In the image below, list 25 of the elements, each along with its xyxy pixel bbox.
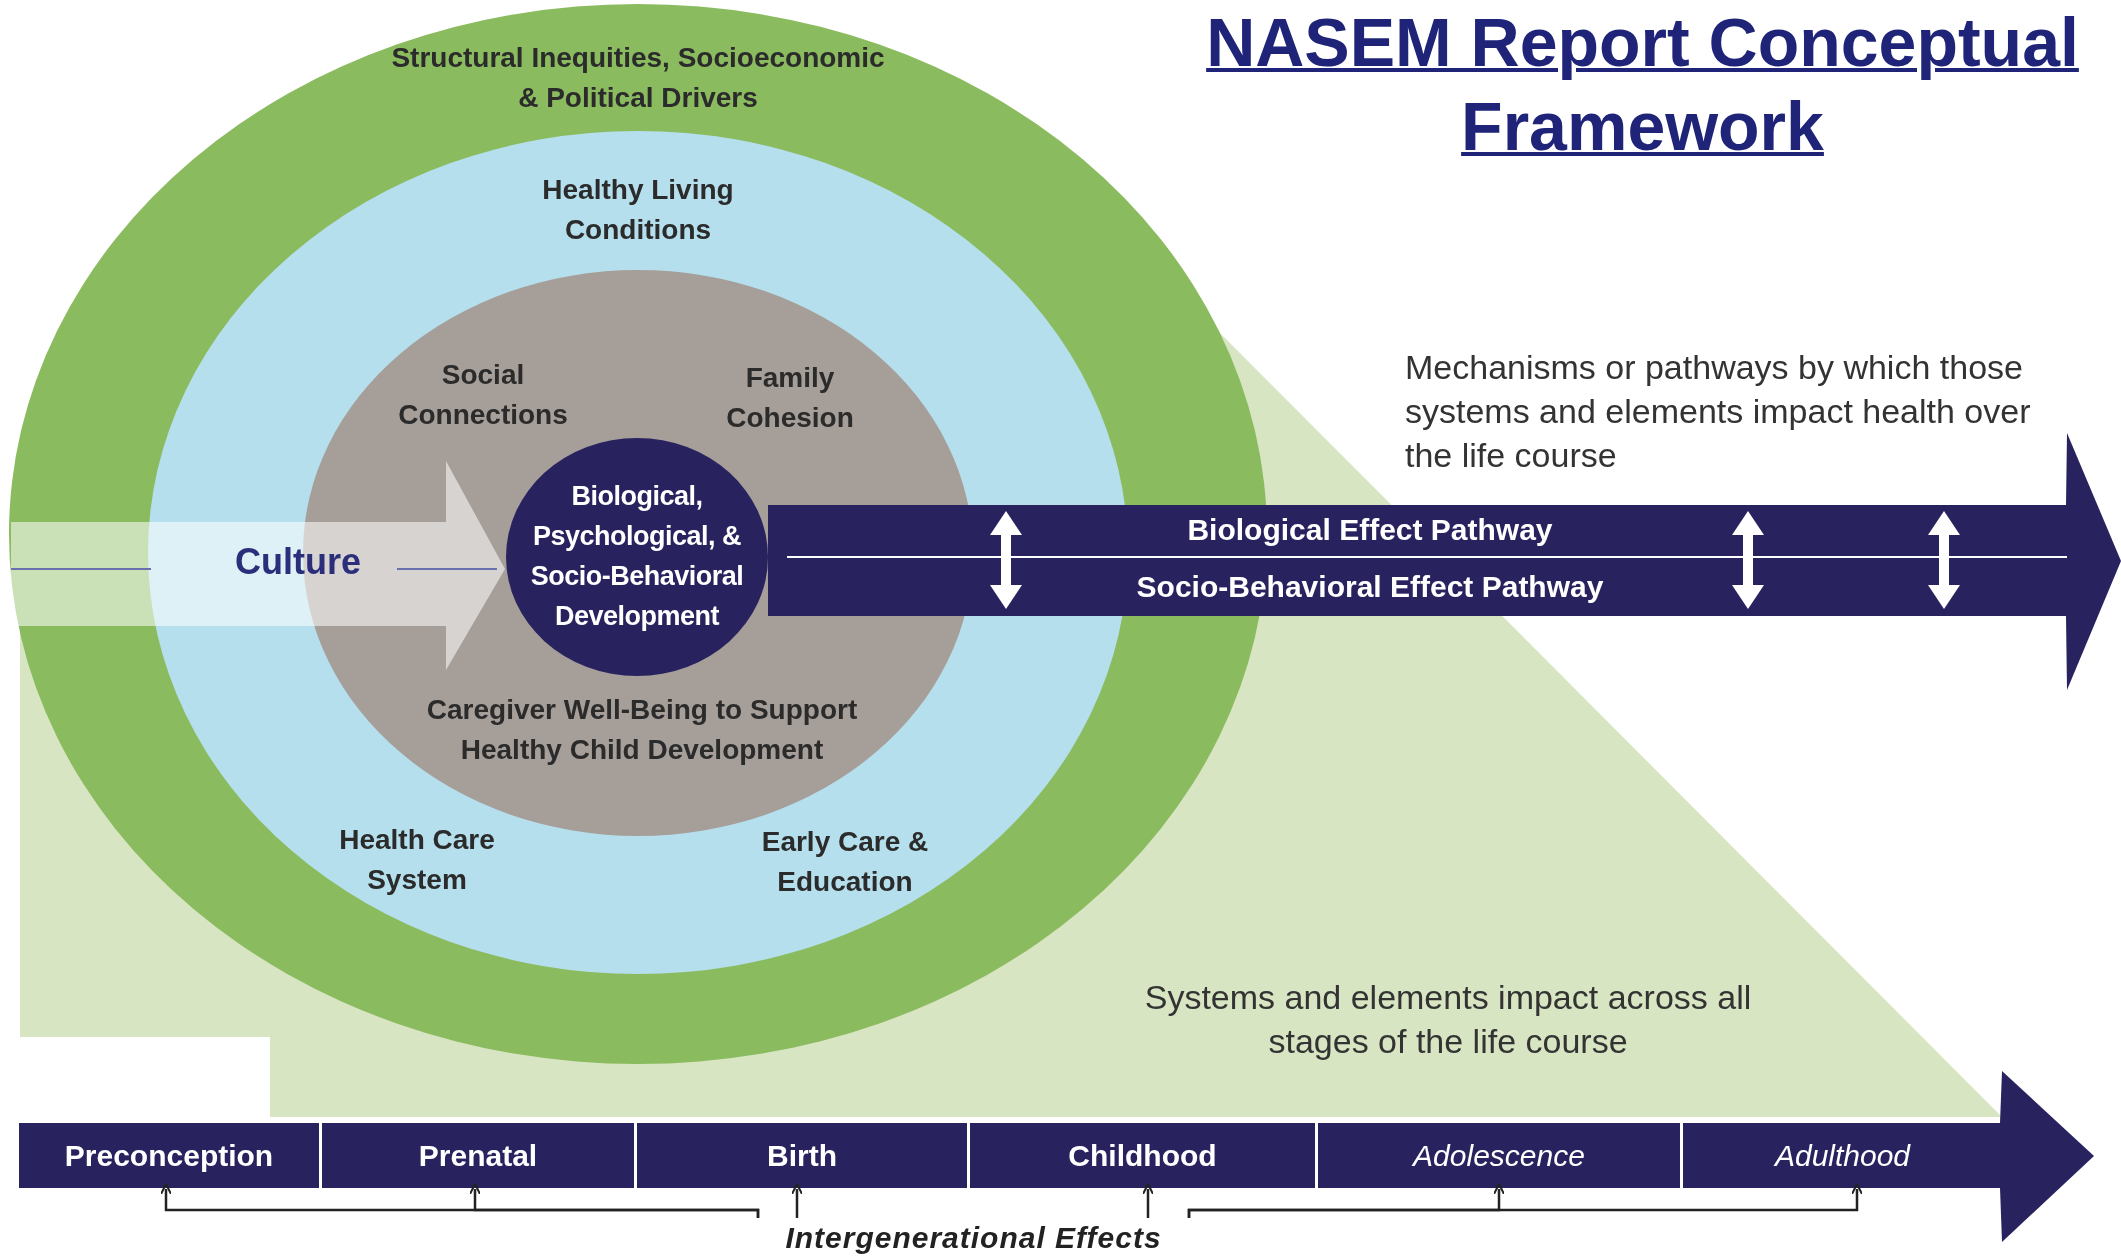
life-stage-segment: Adulthood (1683, 1123, 2002, 1188)
node-text: Biological, Psychological, & Socio-Behavioral Development (529, 480, 745, 633)
node-text: Early Care & Education (760, 825, 930, 899)
arrow (469, 1183, 760, 1218)
note-text: Mechanisms or pathways by which those systems and elements impact health over the life course (1405, 347, 2032, 476)
note-text: Systems and elements impact across all stages of the life course (1143, 977, 1753, 1062)
node-text: Social Connections (397, 358, 569, 432)
node-text: Health Care System (338, 823, 496, 897)
node-text: Structural Inequities, Socioeconomic & Political Drivers (390, 41, 886, 115)
arrow (1142, 1183, 1154, 1218)
node-text: Family Cohesion (725, 361, 855, 435)
arrow (791, 1183, 803, 1218)
life-stage-segment: Prenatal (322, 1123, 634, 1188)
life-stage-segment: Preconception (19, 1123, 319, 1188)
life-stage-segment: Adolescence (1318, 1123, 1680, 1188)
life-stage-segment: Birth (637, 1123, 967, 1188)
node-text: Socio-Behavioral Effect Pathway (1135, 569, 1605, 605)
effects-label: Intergenerational Effects (748, 1218, 1199, 1258)
title: NASEM Report Conceptual Framework (1205, 3, 2080, 166)
life-stage-segment: Childhood (970, 1123, 1315, 1188)
node-text: Caregiver Well-Being to Support Healthy Child Development (425, 693, 859, 767)
arrow (1187, 1183, 1863, 1218)
node-text: Healthy Living Conditions (541, 173, 735, 247)
node-text: Culture (234, 542, 362, 582)
node-text: Biological Effect Pathway (1186, 512, 1554, 548)
